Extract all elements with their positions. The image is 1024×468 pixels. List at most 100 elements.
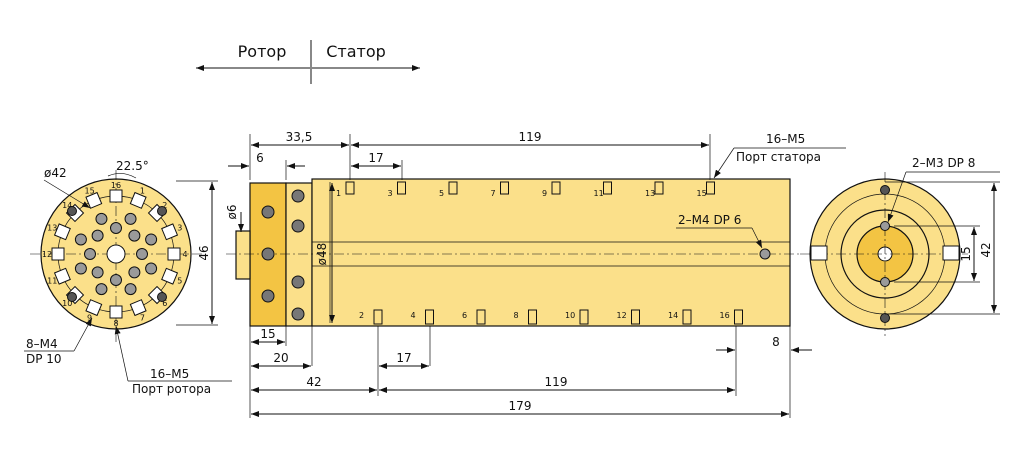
port-square: [85, 299, 103, 317]
stator-port-top: [654, 181, 664, 195]
rotor-label: Ротор: [238, 42, 287, 61]
port-number-top: 5: [439, 189, 444, 198]
rotor-bolts: [261, 189, 305, 321]
stator-port-top: [397, 181, 406, 195]
port-number: 8: [113, 319, 118, 328]
port-square: [53, 267, 71, 285]
rotor-bolt: [261, 247, 275, 261]
port-number: 5: [177, 276, 182, 285]
dim-46: 46: [197, 245, 211, 260]
rotor-bolt: [291, 307, 305, 321]
port-number: 11: [47, 276, 57, 285]
port-number-bottom: 6: [462, 311, 467, 320]
rotor-bolt: [291, 189, 305, 203]
port-number: 15: [85, 186, 95, 195]
stator-port-bottom: [682, 309, 692, 325]
stator-port-bottom: [528, 309, 537, 325]
port-square: [109, 305, 123, 319]
port-hole: [110, 222, 122, 234]
dim-17-bottom: 17: [396, 351, 411, 365]
dim-15-right: 15: [959, 246, 973, 261]
port-number-bottom: 4: [411, 311, 416, 320]
port-hole: [95, 283, 108, 296]
label-2-m3-dp8: 2–M3 DP 8: [912, 156, 975, 170]
m4-hole: [157, 206, 167, 216]
port-number-top: 1: [336, 189, 341, 198]
port-hole: [145, 262, 158, 275]
port-number: 10: [62, 299, 72, 308]
port-number: 9: [87, 314, 92, 323]
port-number: 1: [140, 186, 145, 195]
port-number: 13: [47, 224, 57, 233]
port-number-bottom: 8: [514, 311, 519, 320]
port-number: 16: [111, 181, 121, 190]
dim-8: 8: [772, 335, 780, 349]
port-number-bottom: 16: [720, 311, 730, 320]
port-number-top: 9: [542, 189, 547, 198]
stator-port-bottom: [734, 309, 743, 325]
stator-port-bottom: [425, 309, 434, 325]
port-hole: [95, 212, 108, 225]
stator-port-top: [345, 181, 355, 195]
port-number: 6: [162, 299, 167, 308]
label-rotor-port: Порт ротора: [132, 382, 211, 396]
rotor-shaft: [235, 230, 251, 280]
port-number-bottom: 12: [617, 311, 627, 320]
label-stator-port: Порт статора: [736, 150, 821, 164]
port-hole: [136, 248, 148, 260]
label-16-m5-rotor: 16–M5: [150, 367, 189, 381]
label-8-m4: 8–M4: [26, 337, 58, 351]
port-number: 3: [177, 224, 182, 233]
port-hole: [74, 262, 87, 275]
dim-42-bottom: 42: [306, 375, 321, 389]
port-square: [51, 247, 65, 261]
m4-hole: [759, 248, 771, 260]
stator-port-top: [603, 181, 612, 195]
m3-hole-bottom: [880, 313, 890, 323]
port-hole: [110, 274, 122, 286]
right-end-view: 2–M3 DP 8 42 15: [800, 156, 1000, 336]
port-square: [167, 247, 181, 261]
dim-d48: ø48: [315, 243, 329, 266]
port-hole: [128, 266, 141, 279]
port-number-bottom: 2: [359, 311, 364, 320]
dim-20: 20: [273, 351, 288, 365]
dim-d42: ø42: [44, 166, 67, 180]
port-square: [53, 223, 71, 241]
port-number: 4: [182, 250, 187, 259]
label-dp10: DP 10: [26, 352, 62, 366]
port-hole: [124, 283, 137, 296]
stator-port-top: [706, 181, 715, 195]
stator-body: [311, 178, 791, 327]
port-hole: [91, 229, 104, 242]
port-hole: [128, 229, 141, 242]
stator-port-top: [500, 181, 509, 195]
center-bore: [106, 244, 126, 264]
dim-6: 6: [256, 151, 264, 165]
port-hole: [74, 233, 87, 246]
port-hole: [145, 233, 158, 246]
stator-port-bottom: [579, 309, 589, 325]
port-square: [129, 299, 147, 317]
dim-angle: 22.5°: [116, 159, 149, 173]
right-slot-left: [810, 245, 828, 261]
port-hole: [124, 212, 137, 225]
right-slot-right: [942, 245, 960, 261]
dim-33-5: 33,5: [286, 130, 313, 144]
port-number-top: 3: [388, 189, 393, 198]
port-number-top: 11: [594, 189, 604, 198]
dim-d6: ø6: [225, 205, 239, 220]
dim-42-right: 42: [979, 242, 993, 257]
port-number-bottom: 14: [668, 311, 678, 320]
port-number-bottom: 10: [565, 311, 575, 320]
dim-119-bottom: 119: [545, 375, 568, 389]
rotor-stator-header: Ротор Статор: [196, 40, 420, 84]
rotor-bolt: [261, 205, 275, 219]
port-number: 7: [140, 314, 145, 323]
port-square: [129, 191, 147, 209]
dim-15: 15: [260, 327, 275, 341]
m4-hole-top: [880, 221, 890, 231]
